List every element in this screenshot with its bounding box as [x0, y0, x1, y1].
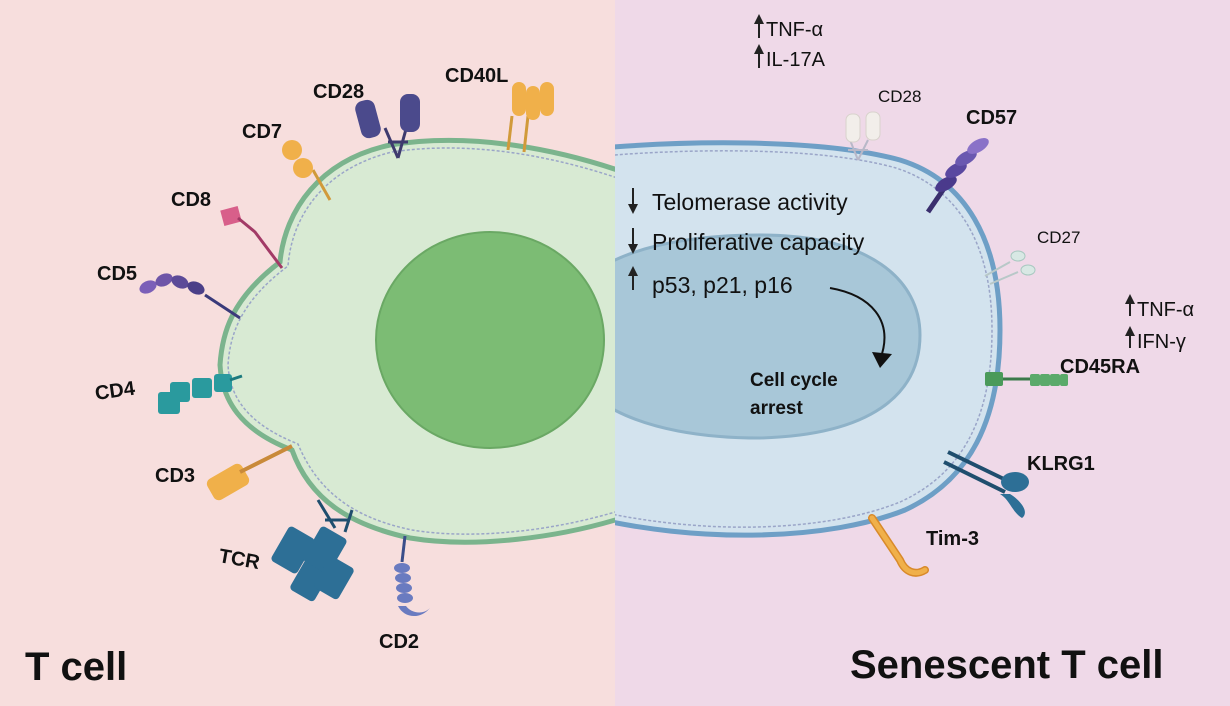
label-cd45ra: CD45RA [1060, 356, 1140, 378]
label-cd57: CD57 [966, 107, 1017, 129]
up-arrow-icon [754, 14, 764, 38]
top-cytokine-2: IL-17A [766, 49, 826, 71]
cd28-receptor-icon [355, 94, 420, 159]
cell-cycle-arrowhead [872, 352, 892, 368]
cd45ra-receptor-icon [985, 372, 1068, 386]
cd57-receptor-icon [925, 138, 989, 214]
down-arrow-icon [628, 188, 638, 214]
label-cd3: CD3 [155, 465, 195, 487]
label-cd5: CD5 [97, 263, 137, 285]
label-tim3: Tim-3 [926, 528, 979, 550]
up-arrow-icon [628, 266, 638, 290]
senescent-cell [615, 140, 1003, 538]
tim3-receptor-icon [868, 514, 929, 577]
label-cd8: CD8 [171, 189, 211, 211]
feature-telomerase: Telomerase activity [652, 189, 848, 215]
down-arrow-icon [628, 228, 638, 254]
label-klrg1: KLRG1 [1027, 453, 1095, 475]
feature-proliferative: Proliferative capacity [652, 229, 865, 255]
healthy-cell [217, 137, 615, 545]
cd4-receptor-icon [158, 374, 243, 414]
label-cd28: CD28 [313, 81, 364, 103]
outcome-line-2: arrest [750, 398, 803, 419]
label-cd27-faded: CD27 [1037, 228, 1080, 247]
cd40l-receptor-icon [506, 82, 554, 153]
tcr-receptor-icon [271, 499, 354, 602]
up-arrow-icon [1125, 294, 1135, 316]
side-cytokine-2: IFN-γ [1137, 331, 1186, 353]
up-arrow-icon [754, 44, 764, 68]
cd27-faded-receptor-icon [984, 250, 1036, 285]
up-arrow-icon [1125, 326, 1135, 348]
feature-p53: p53, p21, p16 [652, 272, 793, 298]
right-title: Senescent T cell [850, 643, 1163, 687]
top-cytokine-1: TNF-α [766, 19, 823, 41]
cd8-receptor-icon [220, 205, 284, 269]
label-cd4: CD4 [94, 377, 138, 404]
klrg1-receptor-icon [943, 450, 1029, 518]
cd5-receptor-icon [139, 273, 241, 320]
label-cd2: CD2 [379, 631, 419, 653]
cd7-receptor-icon [282, 140, 332, 201]
label-tcr: TCR [217, 545, 262, 574]
label-cd40l: CD40L [445, 65, 508, 87]
side-cytokine-1: TNF-α [1137, 299, 1194, 321]
label-cd7: CD7 [242, 121, 282, 143]
cd28-faded-receptor-icon [845, 111, 881, 161]
cell-cycle-arrow [829, 287, 886, 361]
cd3-receptor-icon [206, 444, 293, 501]
outcome-line-1: Cell cycle [750, 370, 838, 391]
cd2-receptor-icon [394, 535, 430, 617]
label-cd28-faded: CD28 [878, 87, 921, 106]
left-title: T cell [25, 645, 127, 689]
